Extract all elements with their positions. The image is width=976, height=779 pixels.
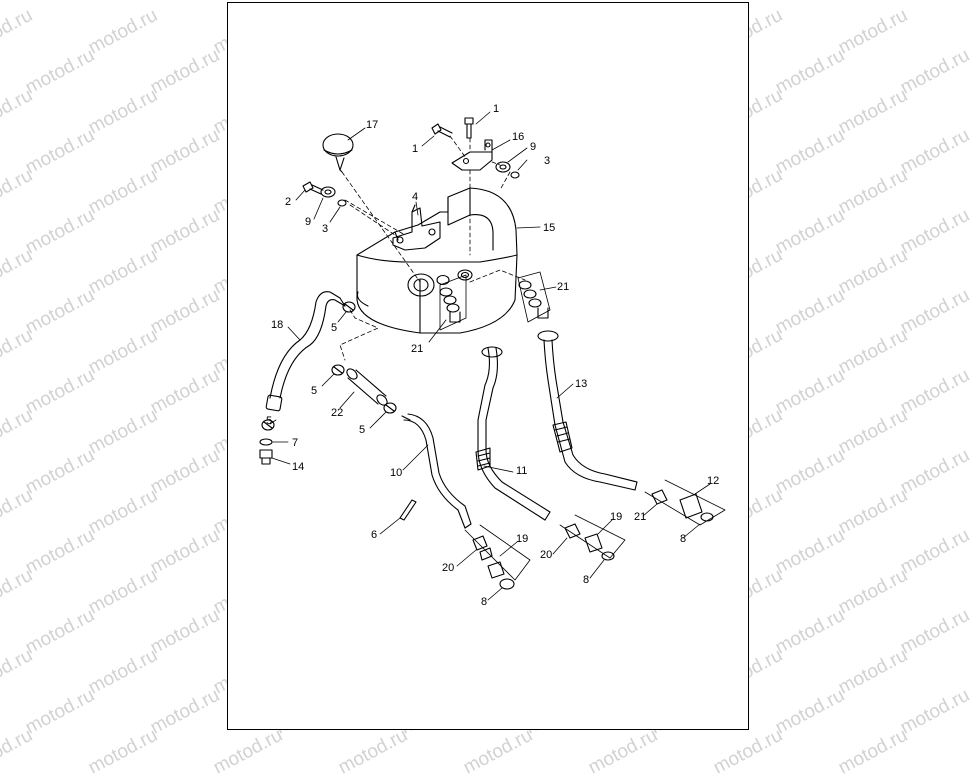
watermark-text: motod.ru — [335, 724, 412, 779]
washer-3-top — [510, 171, 520, 179]
callout-8: 8 — [583, 574, 589, 586]
callout-9: 9 — [530, 141, 536, 153]
callout-21: 21 — [411, 343, 423, 355]
oil-line-11 — [475, 346, 551, 521]
callout-4: 4 — [412, 191, 418, 203]
callout-10: 10 — [390, 467, 402, 479]
callout-21: 21 — [634, 511, 646, 523]
callout-14: 14 — [292, 461, 304, 473]
clamp-5-right — [383, 402, 397, 414]
watermark-text: motod.ru — [710, 724, 787, 779]
watermark-text: motod.ru — [835, 724, 912, 779]
callout-19: 19 — [610, 511, 622, 523]
callout-5: 5 — [266, 415, 272, 427]
callout-17: 17 — [366, 119, 378, 131]
callout-1: 1 — [493, 103, 499, 115]
callout-7: 7 — [292, 437, 298, 449]
drain-fitting-14 — [259, 449, 273, 465]
fitting-group-middle — [559, 514, 626, 561]
oil-line-13 — [537, 330, 638, 491]
fitting-group-right — [644, 479, 726, 526]
washer-3-left — [337, 199, 347, 207]
clamp-5-upper — [342, 301, 356, 313]
watermark-text: motod.ru — [460, 724, 537, 779]
callout-8: 8 — [680, 533, 686, 545]
nut-9-top — [495, 161, 511, 173]
callout-6: 6 — [371, 529, 377, 541]
callout-1: 1 — [412, 143, 418, 155]
callout-leaders — [269, 111, 711, 601]
callout-21: 21 — [557, 281, 569, 293]
watermark-text: motod.ru — [585, 724, 662, 779]
callout-8: 8 — [481, 596, 487, 608]
callout-11: 11 — [516, 465, 527, 477]
callout-3: 3 — [322, 223, 328, 235]
callout-19: 19 — [516, 533, 528, 545]
callout-22: 22 — [331, 407, 343, 419]
assembly-lines — [339, 135, 526, 361]
dipstick-cap — [322, 133, 354, 173]
fitting-group-left — [464, 524, 531, 590]
clamp-5-mid — [331, 364, 345, 376]
watermark-text: motod.ru — [85, 724, 162, 779]
hose-18 — [265, 291, 346, 412]
parts-diagram: 1 1 2 3 3 4 5 5 5 5 6 7 8 8 8 9 9 10 11 … — [259, 103, 726, 608]
callout-13: 13 — [575, 378, 587, 390]
callout-16: 16 — [512, 131, 524, 143]
nut-9-left — [320, 186, 336, 198]
pin-6 — [399, 499, 417, 521]
callout-12: 12 — [707, 475, 719, 487]
watermark-text: motod.ru — [0, 724, 37, 779]
callout-5: 5 — [359, 424, 365, 436]
callout-2: 2 — [285, 196, 291, 208]
hose-22 — [346, 368, 388, 406]
oil-tank — [356, 187, 518, 334]
top-bracket — [451, 139, 493, 171]
callout-15: 15 — [543, 222, 555, 234]
o-ring-7 — [259, 438, 273, 446]
clamp-5-lower — [261, 419, 275, 431]
oil-line-10 — [401, 413, 472, 529]
bolt-2 — [302, 181, 324, 195]
callout-3: 3 — [544, 155, 550, 167]
callout-5: 5 — [311, 385, 317, 397]
callout-labels: 1 1 2 3 3 4 5 5 5 5 6 7 8 8 8 9 9 10 11 … — [266, 103, 719, 608]
rings-21-left — [439, 274, 467, 331]
callout-20: 20 — [442, 562, 454, 574]
callout-18: 18 — [271, 319, 283, 331]
callout-9: 9 — [305, 216, 311, 228]
diagram-frame — [227, 2, 749, 730]
callout-5: 5 — [331, 322, 337, 334]
watermark-text: motod.ru — [210, 724, 287, 779]
bolt-1-top — [464, 117, 474, 139]
callout-20: 20 — [540, 549, 552, 561]
bolt-1-left — [431, 123, 453, 138]
mounting-bracket — [392, 204, 441, 251]
rings-21-right — [517, 271, 551, 323]
